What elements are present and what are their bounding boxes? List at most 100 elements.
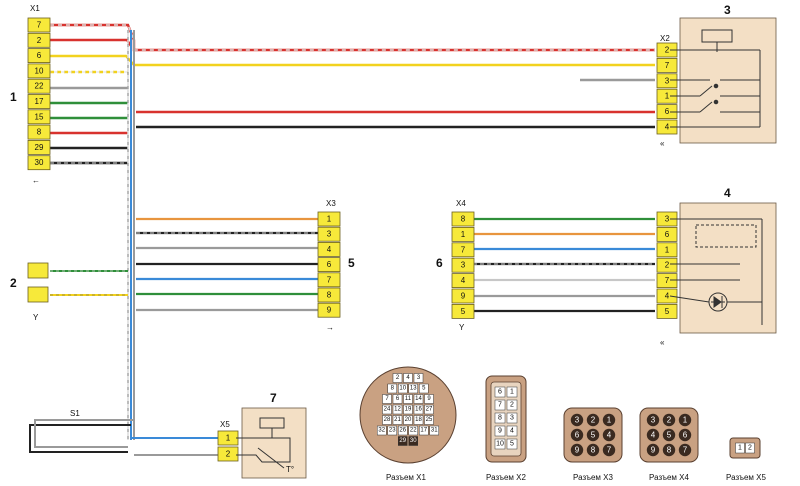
plug-x2-pin	[506, 399, 518, 411]
x3-pin-box	[317, 287, 341, 303]
plug-x4-pins-pin-label: 3	[651, 416, 656, 425]
plug-x1-pin-label: 23	[389, 428, 396, 434]
device-7-body	[241, 407, 307, 479]
plug-x2-pin-label: 1	[510, 389, 514, 396]
plug-x1-pin	[398, 425, 408, 436]
x4r-pin-label: 1	[665, 245, 670, 254]
plug-x1-pin-label: 7	[385, 396, 389, 402]
arrow-x1: ←	[32, 176, 40, 185]
item2-block-top	[27, 262, 49, 279]
plug-x1-pin-label: 3	[417, 375, 421, 381]
plug-x1-pin	[429, 425, 439, 436]
x4r-pin-box	[656, 273, 678, 289]
wires-to-x3	[136, 217, 318, 312]
plug-x4-pins-pin	[662, 428, 676, 442]
x4r-pin-box	[656, 226, 678, 242]
plug-x1-pin-label: 28	[384, 417, 391, 423]
x4-pin-label: 4	[461, 276, 466, 285]
plug-x2-pin-label: 9	[498, 428, 502, 435]
x4r-pin-label: 7	[665, 276, 670, 285]
plug-x1-pin-label: 11	[405, 396, 412, 402]
x1-pin-label: 8	[37, 128, 42, 137]
x4r-pin-box	[656, 303, 678, 319]
plug-x1-pin	[392, 394, 403, 404]
x4-pin-label: 8	[461, 215, 466, 224]
plug-x1-pin	[424, 415, 434, 425]
x2-pin-label: 1	[665, 92, 670, 101]
plug-x4-pins-pin	[678, 443, 692, 457]
x3-pin-label: 8	[327, 291, 332, 300]
caption-x2: Разъем X2	[486, 473, 526, 482]
x1-pin-label: 30	[35, 158, 44, 167]
plug-x2-pin-label: 8	[498, 415, 502, 422]
x4-pin-box	[451, 273, 475, 289]
plug-x4-pins-pin	[646, 413, 660, 427]
plug-x1-pin	[387, 383, 397, 394]
x1-pin-label: 17	[35, 97, 44, 106]
plug-x3-pins-pin	[570, 428, 584, 442]
connector-x2-label: X2	[660, 34, 670, 43]
plug-x3-pins-pin-label: 4	[607, 431, 612, 440]
plug-x1-pin	[392, 404, 403, 415]
plug-x1-pin	[419, 425, 429, 436]
plug-x1-pin	[392, 415, 403, 425]
plug-x3-pins-pin	[570, 443, 584, 457]
plug-x1-pin	[392, 373, 403, 383]
x4r-pin-box	[656, 257, 678, 273]
plug-x2-pin	[506, 412, 518, 424]
x4-pin-label: 9	[461, 292, 466, 301]
symbol-item2: Y	[33, 313, 39, 322]
x3-pin-box	[317, 226, 341, 242]
plug-x3-pins-pin	[586, 428, 600, 442]
plug-x4-pins-pin-label: 2	[667, 416, 672, 425]
plug-x1-pin-label: 12	[394, 407, 401, 413]
connector-x4-label: X4	[456, 199, 466, 208]
callout-2: 2	[10, 276, 17, 290]
plug-x3-pins-pin-label: 6	[575, 431, 580, 440]
plug-x1-pin	[377, 425, 387, 436]
plug-x4-pins-pin-label: 7	[683, 446, 688, 455]
plug-x1-pin-label: 21	[394, 417, 401, 423]
plug-x1-pin	[398, 436, 408, 446]
plug-x1-pin	[403, 394, 413, 404]
plug-x2-pin-label: 7	[498, 402, 502, 409]
callout-5: 5	[348, 256, 355, 270]
x1-pin-label: 29	[35, 143, 44, 152]
x1-pin-box	[27, 78, 51, 94]
plug-x3-pins-pin	[570, 413, 584, 427]
plug-x5-pin	[735, 442, 745, 454]
sensor-icon	[236, 417, 291, 469]
harness-trunk	[127, 30, 135, 440]
relay-icon	[670, 218, 763, 325]
plug-x1-pin	[398, 383, 408, 394]
plug-x1-pin-label: 26	[399, 428, 406, 434]
x2-pin-label: 7	[665, 61, 670, 70]
x2-pin-box	[656, 73, 678, 89]
callout-6: 6	[436, 256, 443, 270]
plug-x1-pin-label: 14	[415, 396, 422, 402]
plug-x1-pin-label: 32	[378, 428, 385, 434]
x1-pin-box	[27, 48, 51, 63]
plug-x3-pins-pin-label: 8	[591, 446, 596, 455]
x4-pin-box	[451, 242, 475, 258]
x3-pin-label: 7	[327, 275, 332, 284]
x3-pin-label: 9	[327, 306, 332, 315]
x4r-pin-box	[656, 288, 678, 304]
temp-symbol: T°	[286, 465, 294, 474]
plug-x3-pins-pin-label: 1	[607, 416, 612, 425]
plug-x1-pin-label: 24	[384, 407, 391, 413]
x4-pin-box	[451, 226, 475, 242]
plug-x4-pins-pin-label: 6	[683, 431, 688, 440]
x1-pin-box	[27, 94, 51, 109]
plug-x3-pins-pin	[586, 413, 600, 427]
x3-pin-label: 1	[327, 215, 332, 224]
connector-x3-label: X3	[326, 199, 336, 208]
caption-x4: Разъем X4	[649, 473, 689, 482]
x4r-pin-box	[656, 242, 678, 258]
plug-x4-pins-pin	[662, 413, 676, 427]
plug-x1-pin-label: 8	[391, 386, 395, 392]
